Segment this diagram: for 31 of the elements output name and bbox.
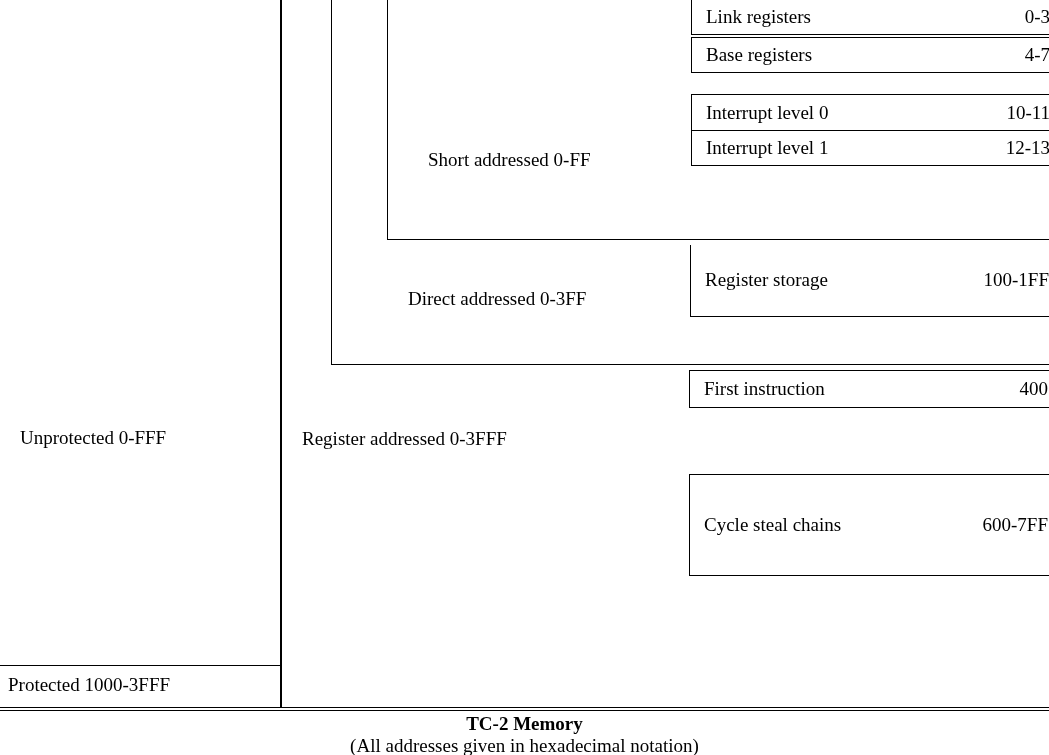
memory-region — [689, 370, 1049, 408]
region-name: Register addressed 0-3FFF — [302, 428, 507, 450]
region-name: Unprotected 0-FFF — [20, 427, 167, 449]
address-range: 10-11 — [1006, 102, 1049, 124]
region-name: Base registers — [706, 44, 813, 66]
memory-region — [331, 0, 1049, 365]
memory-region — [0, 0, 281, 666]
memory-region — [691, 0, 1049, 35]
region-name: Link registers — [706, 6, 811, 28]
memory-region — [689, 474, 1049, 576]
region-name: Short addressed 0-FF — [428, 149, 591, 171]
address-range: 400 — [1019, 378, 1048, 400]
memory-region — [691, 131, 1049, 166]
region-name: First instruction — [704, 378, 825, 400]
address-range: 0-3 — [1024, 6, 1049, 28]
diagram-title: TC-2 Memory — [466, 713, 583, 735]
memory-region — [690, 245, 1049, 317]
region-name: Register storage — [705, 269, 828, 291]
region-name: Direct addressed 0-3FF — [408, 288, 587, 310]
memory-region — [281, 0, 1049, 707]
region-name: Protected 1000-3FFF — [8, 674, 171, 696]
region-name: Cycle steal chains — [704, 514, 842, 536]
address-range: 4-7 — [1024, 44, 1049, 66]
address-range: 600-7FF — [982, 514, 1048, 536]
address-range: 12-13 — [1005, 137, 1049, 159]
memory-region — [387, 0, 1049, 240]
region-name: Interrupt level 0 — [706, 102, 829, 124]
region-name: Interrupt level 1 — [706, 137, 829, 159]
memory-region — [691, 94, 1049, 131]
address-range: 100-1FF — [983, 269, 1049, 291]
memory-region — [691, 37, 1049, 73]
